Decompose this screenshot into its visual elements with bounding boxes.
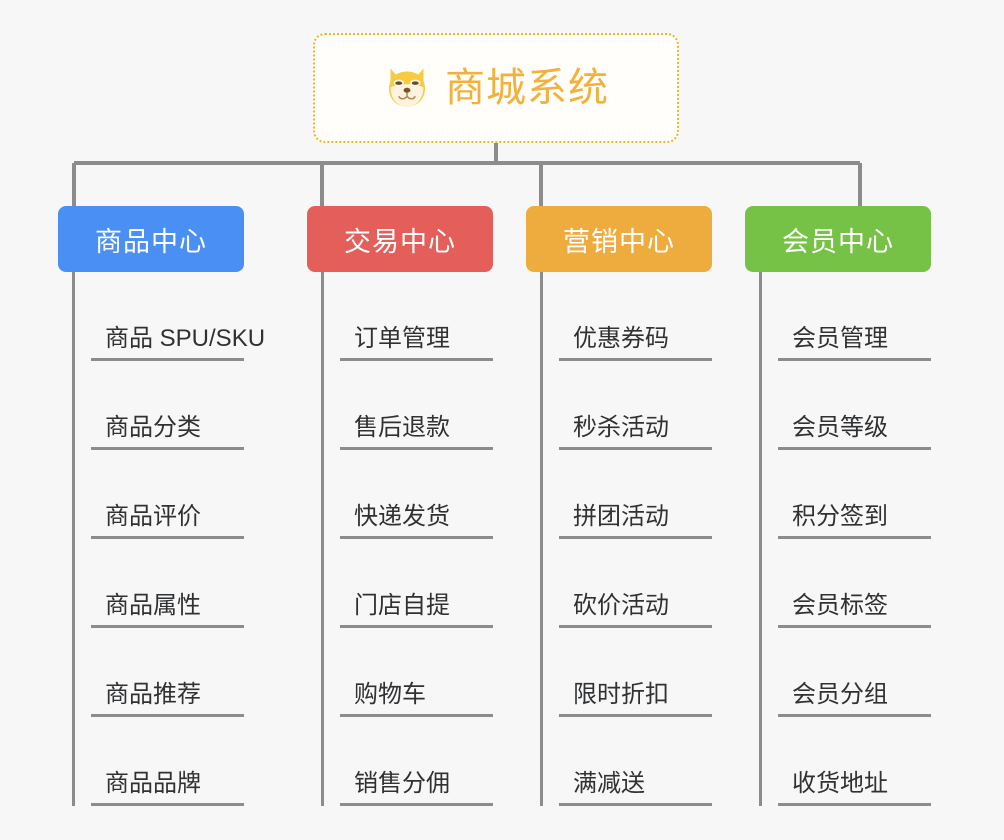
list-item[interactable]: 商品推荐 [91,628,244,717]
root-node-title: 商城系统 [445,66,609,110]
leaf-label: 收货地址 [792,769,888,797]
leaf-label: 商品评价 [105,502,201,530]
list-item[interactable]: 商品属性 [91,539,244,628]
list-item[interactable]: 砍价活动 [559,539,712,628]
leaf-label: 会员标签 [792,591,888,619]
shiba-dog-face-icon [389,68,425,107]
leaf-list-4: 会员管理 会员等级 积分签到 会员标签 会员分组 收货地址 [759,272,931,806]
list-item[interactable]: 积分签到 [778,450,931,539]
list-item[interactable]: 满减送 [559,717,712,806]
leaf-label: 会员等级 [792,413,888,441]
leaf-label: 会员分组 [792,680,888,708]
list-item[interactable]: 商品 SPU/SKU [91,272,265,361]
branch-header-3-label: 营销中心 [563,226,675,257]
list-item[interactable]: 会员等级 [778,361,931,450]
leaf-list-1: 商品 SPU/SKU 商品分类 商品评价 商品属性 商品推荐 商品品牌 [72,272,265,806]
leaf-label: 拼团活动 [573,502,669,530]
branch-column-4: 会员中心 会员管理 会员等级 积分签到 会员标签 会员分组 收货地址 [745,206,931,806]
leaf-list-2: 订单管理 售后退款 快递发货 门店自提 购物车 销售分佣 [321,272,493,806]
list-item[interactable]: 商品品牌 [91,717,244,806]
leaf-label: 秒杀活动 [573,413,669,441]
branch-column-3: 营销中心 优惠券码 秒杀活动 拼团活动 砍价活动 限时折扣 满减送 [526,206,712,806]
branch-header-1[interactable]: 商品中心 [58,206,244,272]
branch-header-4[interactable]: 会员中心 [745,206,931,272]
branch-header-3[interactable]: 营销中心 [526,206,712,272]
leaf-label: 订单管理 [354,324,450,352]
leaf-label: 商品属性 [105,591,201,619]
list-item[interactable]: 快递发货 [340,450,493,539]
leaf-label: 砍价活动 [573,591,669,619]
root-node-shop-system[interactable]: 商城系统 [313,33,679,143]
list-item[interactable]: 秒杀活动 [559,361,712,450]
branch-header-2[interactable]: 交易中心 [307,206,493,272]
branch-header-4-label: 会员中心 [782,226,894,257]
leaf-label: 商品品牌 [105,769,201,797]
leaf-label: 满减送 [573,769,645,797]
leaf-label: 快递发货 [354,502,450,530]
branch-header-2-label: 交易中心 [344,226,456,257]
list-item[interactable]: 售后退款 [340,361,493,450]
leaf-label: 商品推荐 [105,680,201,708]
leaf-label: 商品 SPU/SKU [105,324,266,352]
list-item[interactable]: 拼团活动 [559,450,712,539]
list-item[interactable]: 销售分佣 [340,717,493,806]
list-item[interactable]: 购物车 [340,628,493,717]
branch-header-1-label: 商品中心 [95,226,207,257]
leaf-label: 优惠券码 [573,324,669,352]
list-item[interactable]: 商品评价 [91,450,244,539]
list-item[interactable]: 会员分组 [778,628,931,717]
leaf-label: 限时折扣 [573,680,669,708]
list-item[interactable]: 会员管理 [778,272,931,361]
leaf-label: 购物车 [354,680,426,708]
list-item[interactable]: 门店自提 [340,539,493,628]
leaf-label: 门店自提 [354,591,450,619]
leaf-label: 积分签到 [792,502,888,530]
leaf-label: 会员管理 [792,324,888,352]
leaf-list-3: 优惠券码 秒杀活动 拼团活动 砍价活动 限时折扣 满减送 [540,272,712,806]
branch-column-2: 交易中心 订单管理 售后退款 快递发货 门店自提 购物车 销售分佣 [307,206,493,806]
leaf-label: 售后退款 [354,413,450,441]
list-item[interactable]: 订单管理 [340,272,493,361]
leaf-label: 销售分佣 [354,769,450,797]
branch-column-1: 商品中心 商品 SPU/SKU 商品分类 商品评价 商品属性 商品推荐 商品品牌 [58,206,265,806]
list-item[interactable]: 收货地址 [778,717,931,806]
leaf-label: 商品分类 [105,413,201,441]
list-item[interactable]: 限时折扣 [559,628,712,717]
list-item[interactable]: 商品分类 [91,361,244,450]
list-item[interactable]: 会员标签 [778,539,931,628]
list-item[interactable]: 优惠券码 [559,272,712,361]
